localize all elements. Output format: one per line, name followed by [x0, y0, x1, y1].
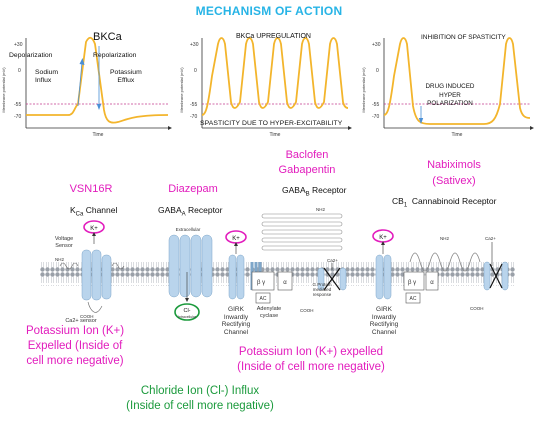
vsn16r-effect-line3: cell more negative): [26, 355, 124, 367]
drug-nabiximols: Nabiximols: [427, 159, 481, 171]
graph2-xlabel: Time: [270, 132, 281, 138]
vsn16r-effect: Potassium Ion (K+) Expelled (Inside of c…: [10, 324, 140, 369]
svg-text:COOH: COOH: [300, 308, 314, 313]
voltage-sensor-label: Voltage Sensor: [54, 236, 74, 249]
girk-label-1: GIRK Inwardly Rectifying Channel: [221, 306, 251, 336]
drug-baclofen: Baclofen: [285, 149, 329, 161]
baclofen-effect: Potassium Ion (K+) expelled (Inside of c…: [216, 345, 406, 375]
graph-bkca-upregulation: Membrane potential (mV) +30 0 -55 -70 Ti…: [179, 37, 352, 138]
girk-label-2: GIRK Inwardly Rectifying Channel: [369, 306, 399, 336]
gabaa-receptor: Extracellular Cl- Intracellular: [168, 227, 213, 321]
tick-minus55: -55: [190, 102, 197, 108]
potassium-efflux-label: Potassium Efflux: [110, 69, 142, 84]
action-potential-trace: [26, 36, 169, 124]
graph3-caption-line2: HYPER: [439, 91, 461, 99]
drug-gabapentin: Gabapentin: [278, 164, 336, 176]
svg-text:K+: K+: [90, 226, 98, 232]
gprotein-label: G Protein mediated response: [312, 282, 332, 298]
graph2-title: BKCa UPREGULATION: [236, 33, 311, 40]
drug-vsn16r: VSN16R: [69, 183, 113, 195]
svg-text:K+: K+: [232, 236, 240, 242]
svg-text:Cl-: Cl-: [183, 308, 190, 314]
ca-sensor-label: Ca2+ sensor: [65, 318, 97, 324]
vsn16r-effect-line2: Expelled (Inside of: [27, 340, 123, 352]
graph1-xlabel: Time: [93, 132, 104, 138]
tick-minus70: -70: [190, 114, 197, 120]
graph3-caption-line1: DRUG INDUCED: [425, 83, 475, 90]
chloride-effect-line2: (Inside of cell more negative): [126, 400, 274, 412]
girk-channel-2: K+: [372, 229, 394, 300]
baclofen-effect-line1: Potassium Ion (K+) expelled: [238, 346, 384, 358]
graph-bkca: Membrane potential (mV) +30 0 -55 -70 Ti…: [1, 36, 172, 138]
sodium-influx-label: Sodium Influx: [35, 69, 59, 84]
girk-channel-1: K+: [225, 230, 247, 300]
tick-0: 0: [194, 68, 197, 74]
svg-text:Extracellular: Extracellular: [176, 227, 201, 232]
graph3-xlabel: Time: [452, 132, 463, 138]
tick-0: 0: [376, 68, 379, 74]
drug-sativex: (Sativex): [432, 175, 476, 187]
graph1-title: BKCa: [93, 31, 122, 43]
svg-text:β γ: β γ: [408, 280, 416, 286]
tick-plus30: +30: [190, 42, 199, 48]
graph1-ylabel: Membrane potential (mV): [1, 67, 6, 113]
graph-inhibition: Membrane potential (mV) +30 0 -55 -70 Ti…: [361, 37, 534, 138]
svg-text:α: α: [430, 280, 434, 286]
hyperpolarized-trace: [383, 37, 531, 125]
receptor-gabaa: GABAA Receptor: [158, 205, 223, 218]
page-title: MECHANISM OF ACTION: [195, 4, 343, 18]
svg-text:Ca2+: Ca2+: [485, 236, 496, 241]
svg-text:Intracellular: Intracellular: [178, 315, 197, 319]
chloride-effect: Chloride Ion (Cl-) Influx (Inside of cel…: [100, 384, 300, 414]
chloride-effect-line1: Chloride Ion (Cl-) Influx: [140, 385, 260, 397]
tick-minus70: -70: [14, 114, 21, 120]
svg-text:NH2: NH2: [316, 207, 325, 212]
drug-diazepam: Diazepam: [168, 183, 218, 195]
graph3-caption: DRUG INDUCED HYPER POLARIZATION: [425, 83, 475, 109]
graph3-title: INHIBITION OF SPASTICITY: [421, 34, 506, 41]
kca-channel: K+ NH2 COOH: [55, 220, 125, 319]
graph3-ylabel: Membrane potential (mV): [361, 67, 366, 113]
graph3-caption-line3: POLARIZATION: [427, 100, 473, 107]
svg-text:β γ: β γ: [257, 280, 265, 286]
svg-text:Ca2+: Ca2+: [327, 258, 338, 263]
gabab-receptor: NH2 β γ α AC COOH Ca2+: [250, 207, 347, 313]
cb1-receptor: NH2 β γ α AC COOH Ca2+: [403, 236, 509, 311]
repolarization-label: Repolarization: [93, 52, 137, 59]
adenylate-cyclase-label: Adenylate cyclase: [256, 306, 282, 319]
svg-text:NH2: NH2: [440, 236, 449, 241]
membrane-diagram: K+ NH2 COOH Extracellular Cl- Intracellu…: [40, 207, 515, 321]
receptor-kca: KCa Channel: [70, 205, 118, 218]
svg-text:AC: AC: [260, 296, 267, 302]
cl-ion-badge: [174, 303, 200, 321]
tick-0: 0: [18, 68, 21, 74]
svg-text:COOH: COOH: [80, 314, 94, 319]
svg-text:AC: AC: [410, 296, 417, 302]
receptor-cb1: CB1 Cannabinoid Receptor: [392, 196, 497, 209]
tick-plus30: +30: [372, 42, 381, 48]
svg-text:COOH: COOH: [470, 306, 484, 311]
tick-minus55: -55: [372, 102, 379, 108]
tick-plus30: +30: [14, 42, 23, 48]
graph2-caption: SPASTICITY DUE TO HYPER-EXCITABILITY: [200, 120, 343, 127]
vsn16r-effect-line1: Potassium Ion (K+): [25, 325, 125, 337]
svg-text:K+: K+: [379, 235, 387, 241]
receptor-gabab: GABAB Receptor: [282, 185, 347, 198]
svg-text:α: α: [283, 280, 287, 286]
depolarization-label: Depolarization: [9, 52, 53, 59]
svg-text:NH2: NH2: [55, 257, 64, 262]
tick-minus55: -55: [14, 102, 21, 108]
tick-minus70: -70: [372, 114, 379, 120]
spike-train-trace: [201, 37, 349, 116]
graph2-ylabel: Membrane potential (mV): [179, 67, 184, 113]
baclofen-effect-line2: (Inside of cell more negative): [237, 361, 385, 373]
